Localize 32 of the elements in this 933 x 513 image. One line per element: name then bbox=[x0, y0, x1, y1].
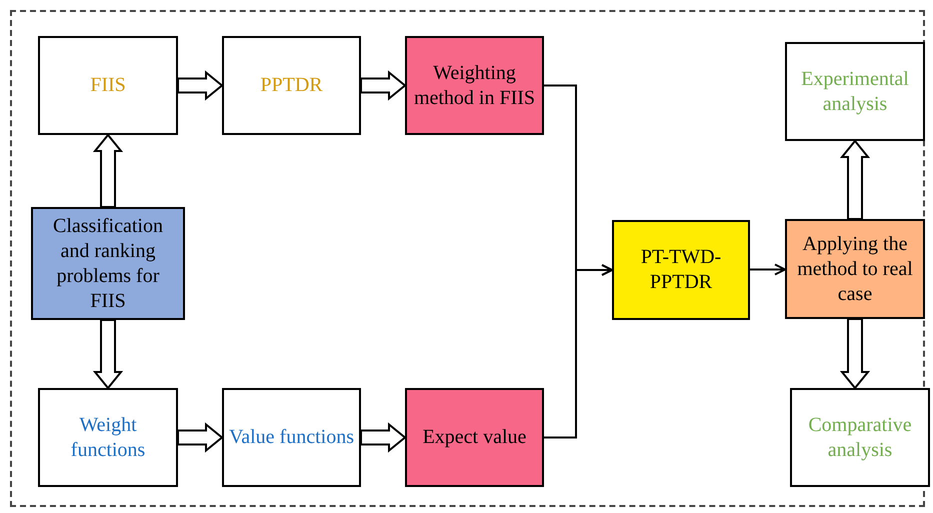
node-label: Applying the method to real case bbox=[796, 232, 914, 306]
node-label: Weight functions bbox=[70, 412, 146, 462]
block-arrow bbox=[92, 319, 124, 390]
block-arrow bbox=[840, 139, 870, 220]
arrow bbox=[750, 264, 786, 276]
process-box bbox=[785, 219, 925, 319]
block-arrow bbox=[177, 422, 224, 453]
process-box bbox=[612, 220, 750, 320]
process-box bbox=[405, 388, 544, 487]
block-arrow bbox=[840, 318, 870, 390]
block-arrow bbox=[177, 70, 224, 101]
process-box bbox=[38, 36, 178, 135]
node-label: PT-TWD-PPTDR bbox=[640, 245, 722, 295]
node-label: Experimental analysis bbox=[800, 66, 910, 116]
arrow bbox=[544, 264, 613, 438]
block-arrow bbox=[360, 422, 407, 453]
block-arrow bbox=[360, 70, 407, 101]
process-box bbox=[31, 207, 185, 320]
process-box bbox=[405, 36, 544, 135]
block-arrow bbox=[92, 133, 124, 208]
node-label: Classification and ranking problems for FIIS bbox=[52, 214, 164, 314]
node-label: Comparative analysis bbox=[807, 412, 913, 462]
process-box bbox=[222, 388, 361, 487]
process-box bbox=[790, 388, 930, 487]
process-box bbox=[222, 36, 361, 135]
node-label: Weighting method in FIIS bbox=[412, 60, 536, 110]
process-box bbox=[38, 388, 178, 487]
process-box bbox=[785, 42, 925, 141]
node-label: FIIS bbox=[90, 73, 126, 98]
node-label: Value functions bbox=[229, 425, 354, 450]
node-label: Expect value bbox=[422, 425, 526, 450]
node-label: PPTDR bbox=[260, 73, 323, 98]
